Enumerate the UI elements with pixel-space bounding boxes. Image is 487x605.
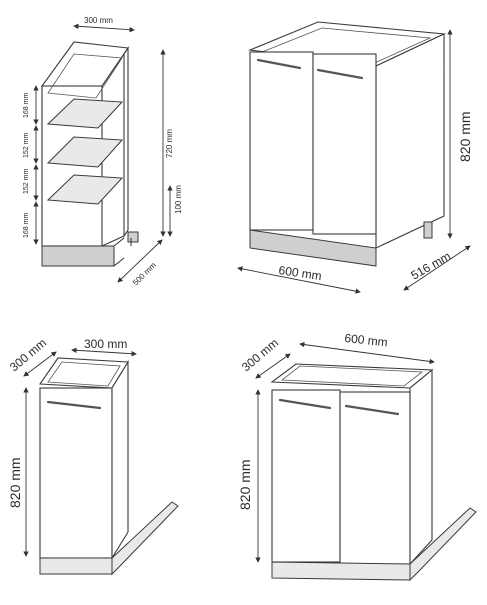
cabinet-height-label: 820 mm — [457, 111, 473, 162]
double-depth-label: 300 mm — [239, 336, 281, 375]
shelf-depth-label: 500 mm — [131, 260, 158, 287]
shelf-width-label: 300 mm — [84, 16, 113, 25]
shelf-3-label: 152 mm — [23, 169, 30, 194]
shelf-leg-label: 100 mm — [174, 185, 183, 214]
cabinet-depth-label: 516 mm — [409, 249, 454, 283]
double-front-right-handle — [344, 404, 400, 416]
cabinet-right-handle — [316, 68, 364, 80]
double-width-label: 600 mm — [344, 331, 389, 349]
double-front-left-handle — [278, 398, 332, 410]
single-front-handle — [46, 400, 102, 410]
double-front-drawing — [270, 363, 477, 582]
shelf-2-label: 152 mm — [23, 133, 30, 158]
shelf-4-label: 168 mm — [23, 213, 30, 238]
double-height-label: 820 mm — [237, 459, 253, 510]
single-front-drawing — [38, 357, 179, 576]
shelf-height-label: 720 mm — [165, 129, 174, 158]
single-height-label: 820 mm — [7, 457, 23, 508]
single-depth-label: 300 mm — [7, 336, 49, 375]
cabinet-width-label: 600 mm — [278, 263, 323, 283]
cabinet-left-handle — [256, 58, 302, 70]
double-cabinet-drawing — [247, 21, 447, 267]
single-width-label: 300 mm — [84, 337, 127, 351]
shelf-1-label: 168 mm — [23, 93, 30, 118]
shelf-unit-drawing — [40, 41, 139, 267]
